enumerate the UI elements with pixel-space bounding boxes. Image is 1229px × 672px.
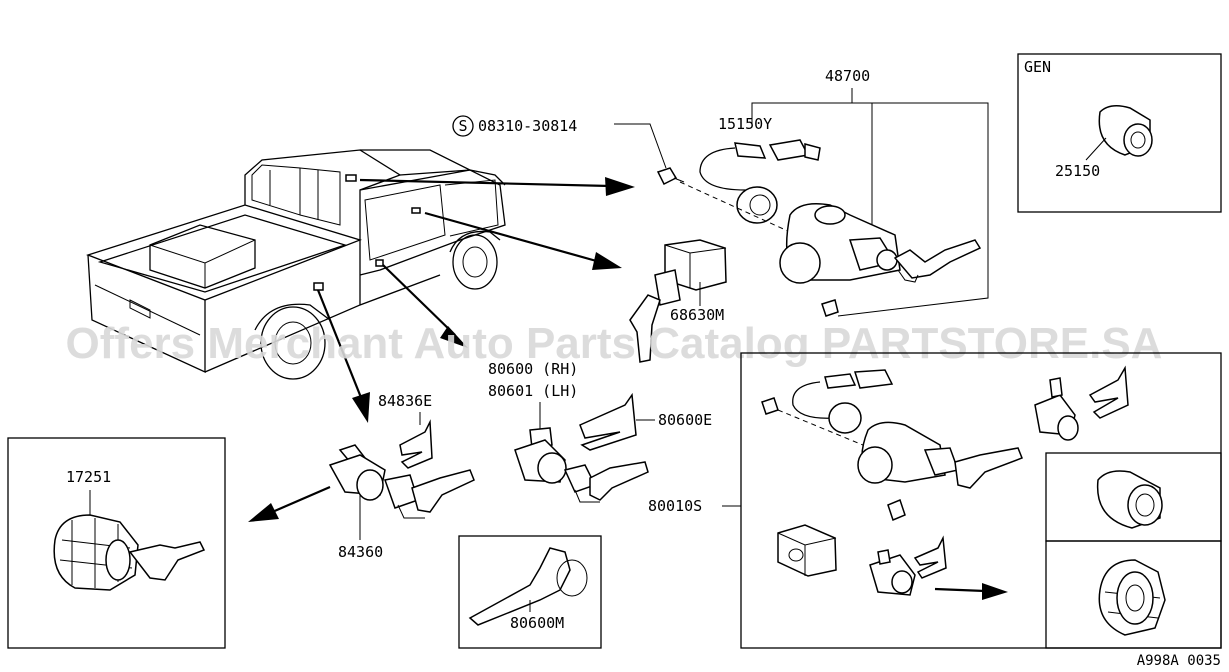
bolt-callout: S 08310-30814 [452,115,685,186]
label-door-clip: 80600E [658,411,712,429]
fuel-cap-inset: 17251 [7,437,226,649]
label-bolt: 08310-30814 [478,117,577,135]
watermark: Offers Merchant Auto Parts Catalog PARTS… [66,319,1163,368]
pickup-truck-illustration [86,149,506,380]
label-ignition-set: 48700 [825,67,870,85]
gen-title: GEN [1024,58,1051,76]
door-lock-cylinders: 80600 (RH) 80601 (LH) 80600E [488,360,712,503]
key-set-inset: 80010S [648,352,1222,649]
label-glove-lock: 68630M [670,306,724,324]
gen-inset: GEN 25150 [1017,53,1222,213]
diagram-code: A998A 0035 [1137,653,1221,669]
label-tail-cyl: 84360 [338,543,383,561]
label-key-blank: 80600M [510,614,564,632]
tailgate-lock: 84836E 84360 [328,392,475,561]
label-door-rh: 80600 (RH) [488,360,578,378]
gen-cylinders-inset [1045,452,1222,649]
label-gen-part: 25150 [1055,162,1100,180]
label-key-set: 80010S [648,497,702,515]
label-fuel-cap: 17251 [66,468,111,486]
bolt-symbol: S [458,117,467,135]
key-blank-inset: 80600M [458,535,602,649]
label-switch: 15150Y [718,115,772,133]
label-door-lh: 80601 (LH) [488,382,578,400]
glove-box-lock: 68630M [629,239,727,363]
pointer-arrows [248,177,1008,600]
ignition-switch-assembly: 48700 15150Y [679,67,989,317]
label-tail-clip: 84836E [378,392,432,410]
